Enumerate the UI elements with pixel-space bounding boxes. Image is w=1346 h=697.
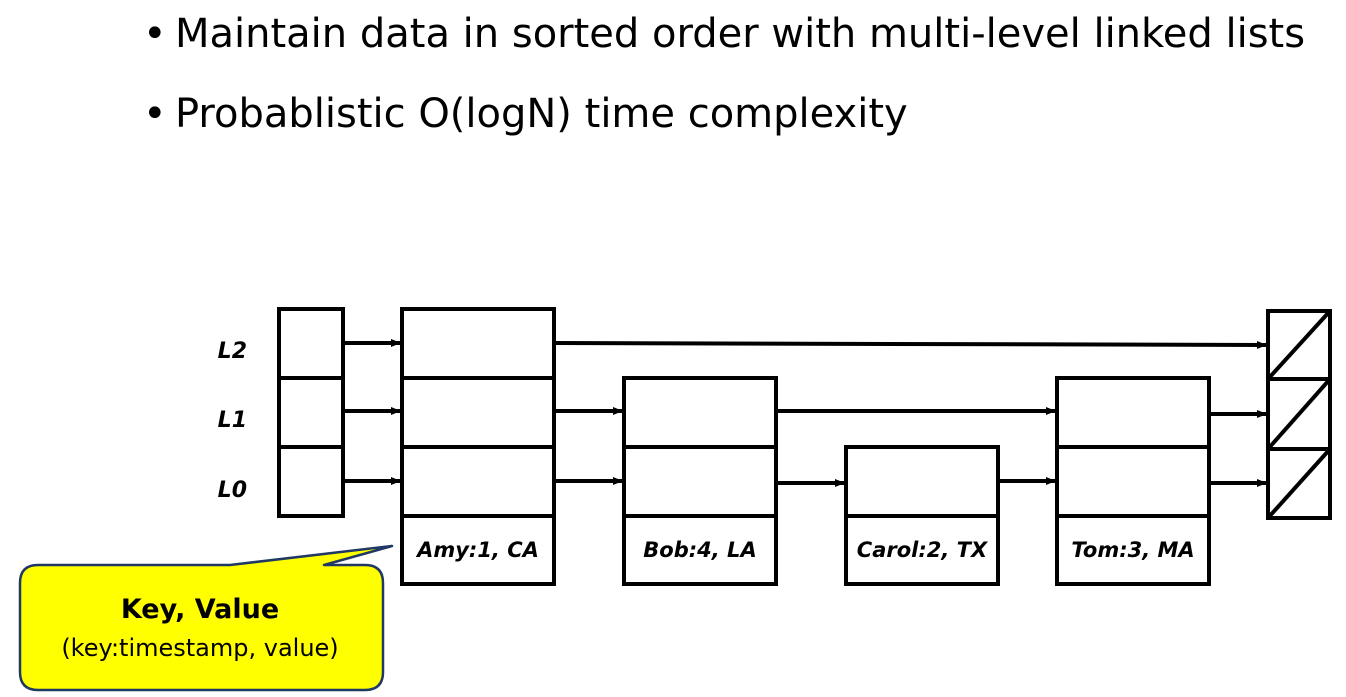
- key-cell: [622, 514, 778, 586]
- skip-node-bob: [622, 376, 778, 586]
- pointer-cell-l1: [1055, 376, 1211, 449]
- head-node: [277, 307, 345, 518]
- null-tail-node: [1266, 309, 1332, 520]
- key-cell: [844, 514, 1000, 586]
- key-cell: [400, 514, 556, 586]
- level-label-l2: L2: [218, 339, 247, 364]
- pointer-cell-l1: [400, 376, 556, 449]
- skip-node-tom: [1055, 376, 1211, 586]
- callout-subtitle: (key:timestamp, value): [61, 634, 338, 662]
- pointer-cell-l1: [622, 376, 778, 449]
- level-label-l0: L0: [218, 478, 247, 503]
- node-key-label: Amy:1, CA: [415, 538, 539, 562]
- key-cell: [1055, 514, 1211, 586]
- callout-title: Key, Value: [121, 594, 279, 625]
- head-cell-l1: [277, 376, 345, 449]
- null-slash-icon: [1266, 447, 1332, 520]
- key-value-callout: Key, Value (key:timestamp, value): [18, 544, 394, 692]
- node-key-label: Tom:3, MA: [1071, 538, 1194, 562]
- level-label-l1: L1: [218, 408, 247, 433]
- pointer-arrows: [343, 339, 1267, 487]
- bullet-item: • Maintain data in sorted order with mul…: [143, 8, 1305, 60]
- pointer-cell-l2: [400, 307, 556, 380]
- callout-bubble: [18, 544, 394, 692]
- pointer-arrow: [553, 340, 1267, 349]
- pointer-cell-l0: [622, 445, 778, 518]
- bullet-text: Probablistic O(logN) time complexity: [175, 91, 908, 137]
- bullet-dot-icon: •: [143, 91, 167, 137]
- bullet-text: Maintain data in sorted order with multi…: [175, 11, 1306, 57]
- bullet-item: • Probablistic O(logN) time complexity: [143, 88, 1305, 140]
- bullet-list: • Maintain data in sorted order with mul…: [143, 8, 1305, 168]
- pointer-cell-l0: [1055, 445, 1211, 518]
- skip-node-amy: [400, 307, 556, 586]
- null-slash-icon: [1266, 377, 1332, 451]
- head-cell-l2: [277, 307, 345, 380]
- null-slash-icon: [1266, 309, 1332, 381]
- pointer-cell-l0: [400, 445, 556, 518]
- pointer-cell-l0: [844, 445, 1000, 518]
- node-key-label: Carol:2, TX: [857, 538, 989, 562]
- head-cell-l0: [277, 445, 345, 518]
- node-key-label: Bob:4, LA: [643, 538, 756, 562]
- skip-node-carol: [844, 445, 1000, 586]
- bullet-dot-icon: •: [143, 11, 167, 57]
